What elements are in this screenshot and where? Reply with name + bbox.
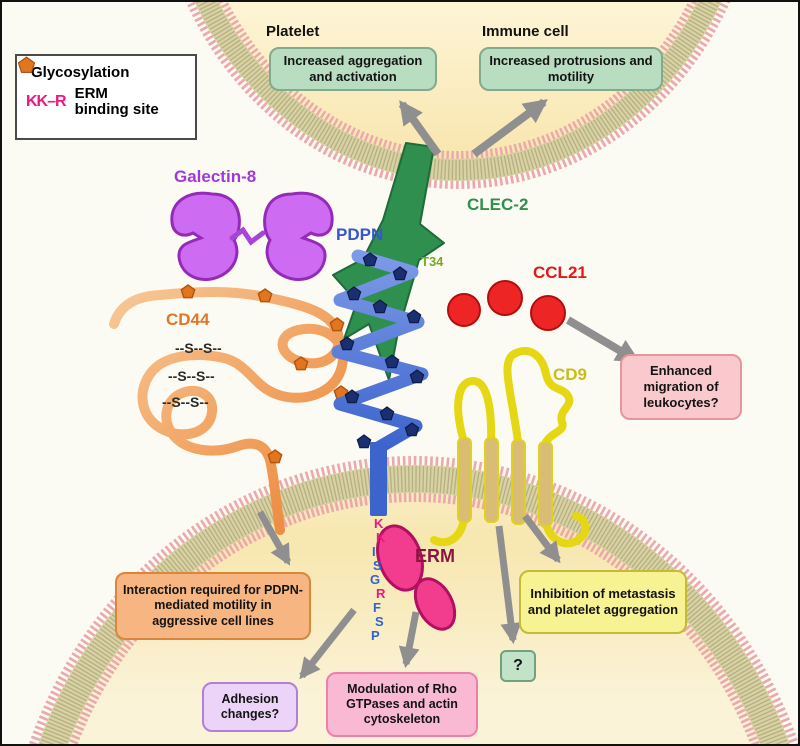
tail-residue: G [370, 572, 381, 587]
arrow-cd44-to-interaction [256, 510, 292, 566]
top-cell [185, 2, 731, 189]
bottom-cell [28, 456, 798, 744]
arrow-to-question [495, 525, 522, 645]
tail-residue: S [375, 614, 384, 629]
platelet-effect-box: Increased aggregation and activation [269, 47, 437, 91]
ccl21-chemokines [447, 280, 566, 331]
enhanced-migration-box: Enhanced migration of leukocytes? [620, 354, 742, 420]
ccl21-label: CCL21 [533, 263, 587, 282]
arrow-erm-to-modulation [398, 611, 420, 669]
disulfide-label-2: --S--S-- [168, 368, 215, 384]
legend-kkr-symbol: KK–R [26, 93, 67, 110]
legend-erm-site-label: ERM binding site [74, 85, 159, 118]
immune-effect-box: Increased protrusions and motility [479, 47, 663, 91]
top-cell-membrane [185, 2, 731, 189]
tail-residue: K [376, 530, 386, 545]
erm-protein [376, 524, 457, 631]
arrows [256, 98, 641, 680]
arrow-erm-to-adhesion [299, 607, 357, 680]
arrow-to-immune-effect [471, 98, 548, 158]
legend-glycosylation-row: Glycosylation [17, 56, 186, 81]
arrow-cd9-to-inhibition [522, 513, 561, 564]
tail-residue: K [374, 516, 384, 531]
legend-box: Glycosylation KK–R ERM binding site [15, 54, 197, 140]
pdpn-tail-sequence: K K I S G R F S P [354, 512, 398, 648]
pdpn-label: PDPN [336, 225, 384, 244]
t34-label: T34 [421, 254, 444, 269]
arrow-to-platelet-effect [398, 100, 442, 157]
glycan-orange-icon [17, 56, 36, 73]
tail-residue: R [376, 586, 386, 601]
pdpn-protein [331, 249, 429, 516]
galectin8-protein [170, 191, 334, 282]
unknown-outcome-box: ? [500, 650, 536, 682]
adhesion-changes-box: Adhesion changes? [202, 682, 298, 732]
immune-cell-label: Immune cell [482, 23, 569, 40]
cd44-label: CD44 [166, 310, 210, 329]
erm-label: ERM [415, 546, 455, 566]
tail-residue: S [373, 558, 382, 573]
tail-residue: I [372, 544, 376, 559]
inhibition-box: Inhibition of metastasis and platelet ag… [519, 570, 687, 634]
pdpn-transmembrane-rod [370, 442, 387, 516]
interaction-required-box: Interaction required for PDPN-mediated m… [115, 572, 311, 640]
cd9-transmembrane-segments [457, 437, 553, 527]
galectin8-label: Galectin-8 [174, 167, 257, 186]
cd44-protein [109, 284, 349, 535]
cd9-label: CD9 [553, 365, 588, 384]
clec2-label: CLEC-2 [467, 195, 529, 214]
modulation-box: Modulation of Rho GTPases and actin cyto… [326, 672, 478, 737]
disulfide-label-1: --S--S-- [175, 340, 222, 356]
disulfide-label-3: --S--S-- [162, 394, 209, 410]
legend-erm-row: KK–R ERM binding site [26, 86, 186, 118]
legend-glycosylation-label: Glycosylation [31, 64, 130, 81]
arrow-ccl21-to-migration [565, 316, 641, 364]
cd9-protein [430, 346, 590, 548]
tail-residue: P [371, 628, 380, 643]
platelet-label: Platelet [266, 23, 320, 40]
tail-residue: F [373, 600, 381, 615]
bottom-cell-membrane [28, 456, 798, 744]
